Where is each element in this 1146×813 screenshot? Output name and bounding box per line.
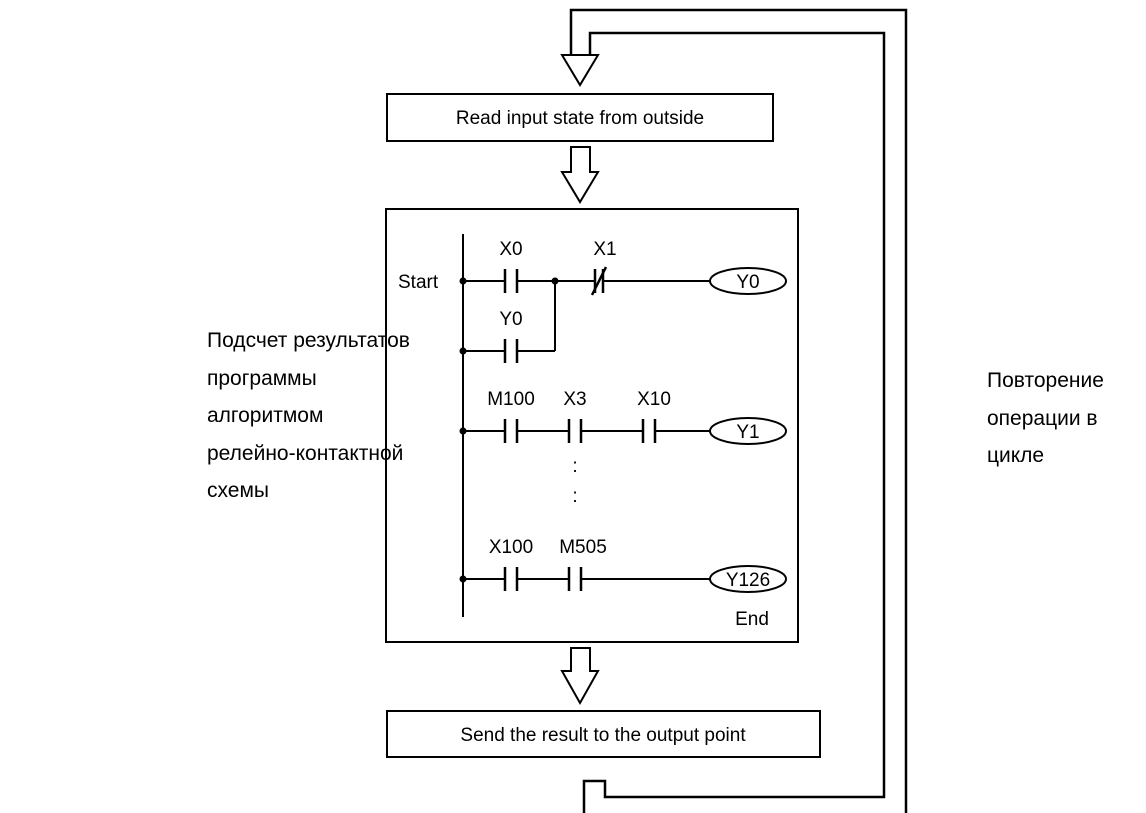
down-arrow-top (560, 54, 600, 87)
annotation-line: Подсчет результатов (207, 329, 410, 352)
left-annotation: Подсчет результатов программы алгоритмом… (207, 322, 410, 510)
annotation-line: Повторение (987, 369, 1104, 392)
end-label: End (735, 609, 769, 630)
contact-label: X0 (499, 239, 522, 260)
send-output-box (386, 710, 821, 758)
contact-label: M100 (487, 389, 535, 410)
contact-y0 (503, 339, 519, 363)
read-input-box (386, 93, 774, 142)
down-arrow-output (560, 647, 600, 706)
ellipsis-mark: : (572, 486, 577, 507)
junction-dot (459, 347, 467, 355)
coil-label: Y0 (736, 272, 759, 293)
annotation-line: программы (207, 366, 317, 390)
right-annotation: Повторение операции в цикле (987, 362, 1104, 475)
coil-y126 (709, 565, 787, 593)
contact-label: Y0 (499, 309, 522, 330)
junction-dot (551, 277, 559, 285)
contact-x10 (641, 419, 657, 443)
coil-label: Y1 (736, 422, 759, 443)
contact-label: X1 (593, 239, 616, 260)
send-output-text: Send the result to the output point (460, 725, 746, 746)
contact-x0 (503, 269, 519, 293)
ellipsis-mark: : (572, 456, 577, 477)
contact-label: X100 (489, 537, 533, 558)
down-arrow-input (560, 146, 600, 204)
junction-dot (459, 575, 467, 583)
contact-label: M505 (559, 537, 607, 558)
junction-dot (459, 277, 467, 285)
read-input-text: Read input state from outside (456, 108, 704, 129)
loop-back-path-inner (582, 31, 886, 813)
annotation-line: операции в (987, 406, 1098, 430)
annotation-line: цикле (987, 444, 1045, 467)
annotation-line: схемы (207, 479, 269, 502)
annotation-line: алгоритмом (207, 404, 324, 427)
start-label: Start (398, 272, 439, 293)
coil-label: Y126 (726, 570, 770, 591)
junction-dot (459, 427, 467, 435)
loop-back-path-outer (569, 8, 908, 813)
contact-x1-nc (590, 266, 608, 296)
contact-label: X10 (637, 389, 671, 410)
coil-y1 (709, 417, 787, 445)
coil-y0 (709, 267, 787, 295)
contact-m505 (567, 567, 583, 591)
contact-m100 (503, 419, 519, 443)
contact-label: X3 (563, 389, 586, 410)
contact-x100 (503, 567, 519, 591)
contact-x3 (567, 419, 583, 443)
annotation-line: релейно-контактной (207, 441, 404, 465)
